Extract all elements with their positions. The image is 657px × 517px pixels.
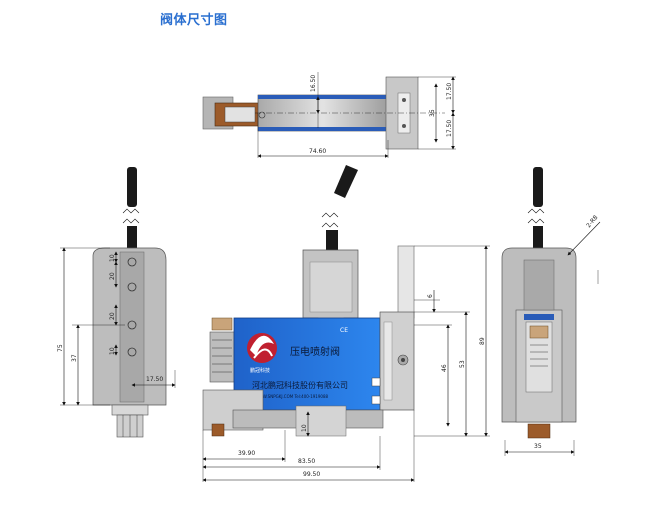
page-title: 阀体尺寸图 [160, 13, 228, 28]
dim-left-75: 75 [57, 344, 64, 352]
dim-left-20a: 20 [109, 272, 116, 280]
dim-front-6: 6 [427, 294, 434, 298]
right-view: 2-R8 35 [501, 167, 601, 456]
dim-top-35: 35 [429, 109, 436, 117]
dim-left-17-50: 17.50 [146, 376, 163, 383]
dim-top-74-60: 74.60 [309, 148, 326, 155]
left-view: 75 37 10 20 20 10 17.50 [57, 167, 176, 438]
svg-text:鹏冠科技: 鹏冠科技 [250, 367, 270, 374]
cable [127, 167, 137, 207]
dim-left-10b: 10 [109, 347, 116, 355]
cable-angled [334, 165, 358, 198]
dim-right-35: 35 [534, 443, 542, 450]
dim-front-83-50: 83.50 [298, 458, 315, 465]
company-logo: 鹏冠科技 [247, 333, 277, 374]
dim-top-17-50-b: 17.50 [446, 120, 453, 137]
dim-front-99-50: 99.50 [303, 471, 320, 478]
dim-left-20b: 20 [109, 312, 116, 320]
dim-right-2-r8: 2-R8 [585, 214, 599, 229]
top-view: 16.50 74.60 17.50 35 17.50 [202, 72, 456, 158]
product-name: 压电喷射阀 [290, 345, 340, 358]
dim-left-37: 37 [71, 354, 78, 362]
company-website: WWW.SNPGKJ.COM Tel:400-1919088 [255, 394, 328, 399]
dim-top-17-50-a: 17.50 [446, 83, 453, 100]
dim-left-10a: 10 [109, 254, 116, 262]
dim-top-16-50: 16.50 [310, 75, 317, 92]
cable-right [533, 167, 543, 207]
front-view: 鹏冠科技 CE 压电喷射阀 河北鹏冠科技股份有限公司 WWW.SNPGKJ.CO… [202, 165, 490, 482]
dim-front-89: 89 [479, 337, 486, 345]
dim-front-53: 53 [459, 360, 466, 368]
dim-front-46: 46 [441, 364, 448, 372]
company-name: 河北鹏冠科技股份有限公司 [252, 380, 348, 390]
dim-front-10: 10 [301, 424, 308, 432]
dim-front-39-90: 39.90 [238, 450, 255, 457]
ce-mark: CE [340, 327, 348, 334]
